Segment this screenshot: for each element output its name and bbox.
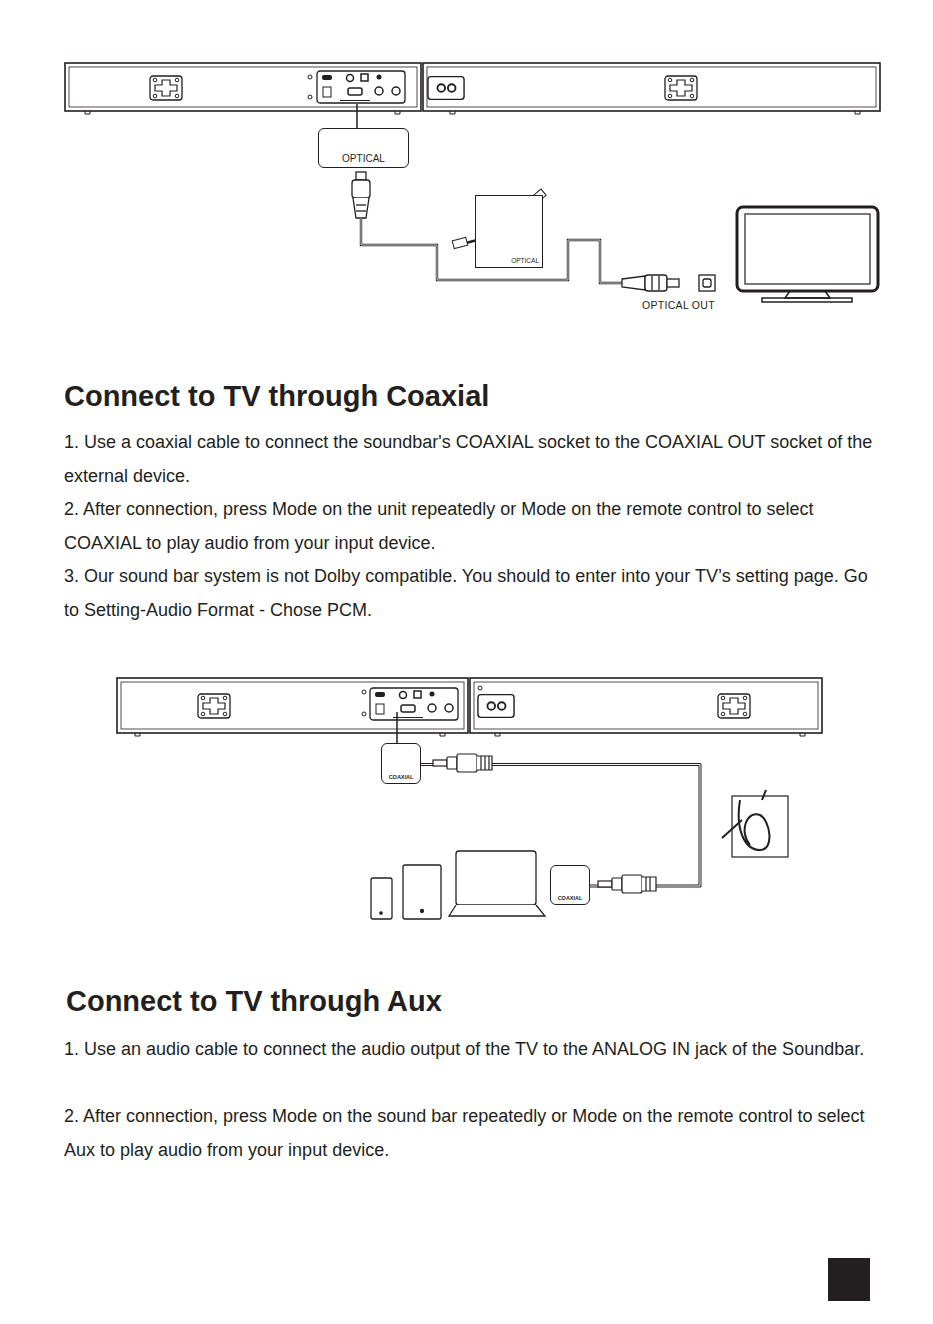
step-text: 1. Use an audio cable to connect the aud… (64, 1033, 879, 1067)
step-text: 2. After connection, press Mode on the u… (64, 493, 879, 560)
box-label: COAXIAL (558, 895, 583, 901)
section-heading: Connect to TV through Coaxial (64, 380, 489, 413)
box-label: OPTICAL (511, 257, 539, 264)
box-label: OPTICAL (342, 153, 385, 164)
box-label: COAXIAL (389, 774, 414, 780)
step-text: 1. Use a coaxial cable to connect the so… (64, 426, 879, 493)
soundbar (65, 63, 880, 114)
callout-box: COAXIAL (381, 743, 421, 784)
section-heading: Connect to TV through Aux (66, 985, 442, 1018)
callout-box: COAXIAL (550, 865, 590, 905)
cable-picture-box: OPTICAL (475, 195, 543, 268)
callout-box: OPTICAL (318, 128, 409, 168)
step-text: 2. After connection, press Mode on the s… (64, 1100, 879, 1167)
port-label: OPTICAL OUT (642, 299, 715, 311)
page-marker (828, 1258, 870, 1301)
step-text: 3. Our sound bar system is not Dolby com… (64, 560, 879, 627)
